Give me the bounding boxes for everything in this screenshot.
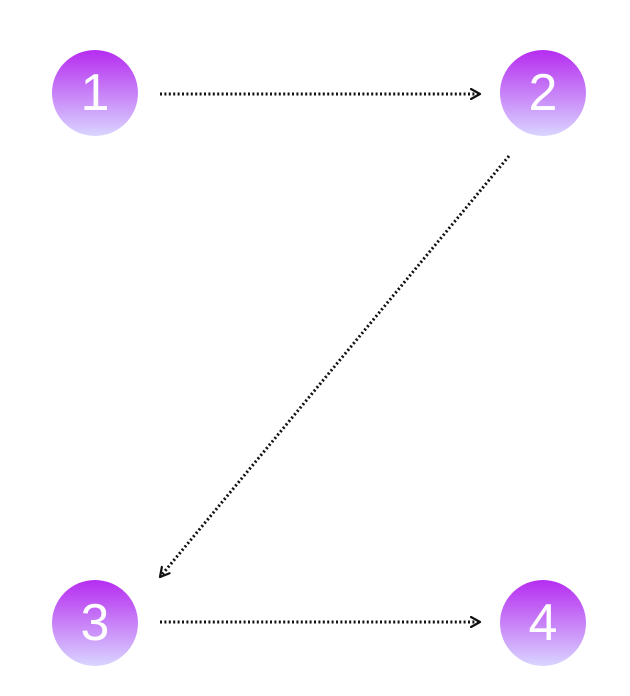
arrow-2-to-3 [158, 155, 511, 577]
step-node-3: 3 [52, 580, 138, 666]
step-number-2: 2 [528, 64, 558, 122]
step-number-4: 4 [528, 594, 558, 652]
step-number-3: 3 [80, 594, 110, 652]
step-node-4: 4 [500, 580, 586, 666]
step-node-1: 1 [52, 50, 138, 136]
step-node-2: 2 [500, 50, 586, 136]
step-number-1: 1 [80, 64, 110, 122]
